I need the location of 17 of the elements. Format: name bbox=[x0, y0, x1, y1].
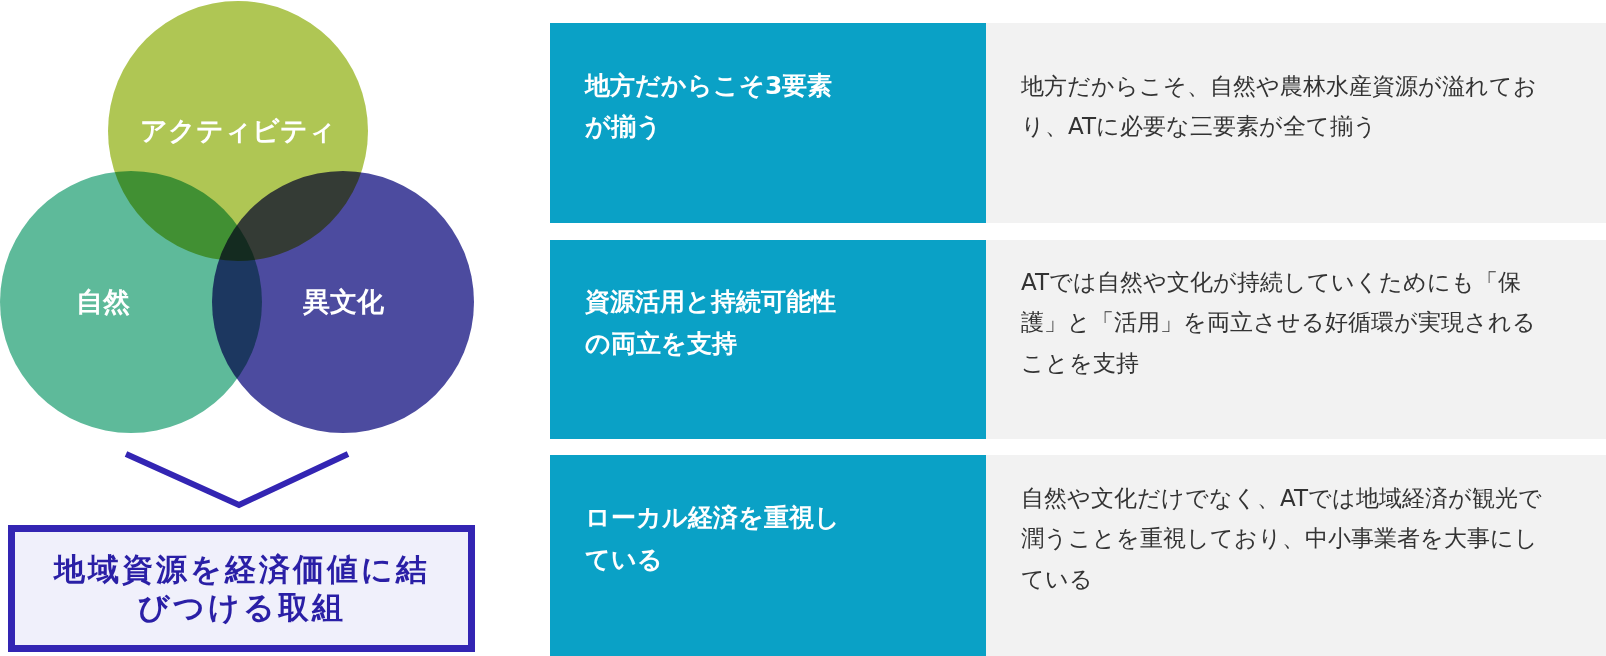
heading-box bbox=[550, 23, 986, 223]
description-box bbox=[986, 455, 1606, 656]
description-text: ATでは自然や文化が持続していくためにも「保護」と「活用」を両立させる好循環が実現されることを支持 bbox=[1021, 268, 1537, 378]
heading-box bbox=[550, 455, 986, 656]
result-box bbox=[8, 525, 475, 652]
heading-text: ローカル経済を重視している bbox=[585, 502, 841, 576]
result-text: 地域資源を経済価値に結びつける取組 bbox=[52, 551, 431, 626]
description-box bbox=[986, 240, 1606, 439]
description-box bbox=[986, 23, 1606, 223]
circle-label: アクティビティ bbox=[140, 114, 336, 148]
description-text: 自然や文化だけでなく、ATでは地域経済が観光で潤うことを重視しており、中小事業者を大事にしている bbox=[1021, 484, 1543, 594]
description-text: 地方だからこそ、自然や農林水産資源が溢れており、ATに必要な三要素が全て揃う bbox=[1021, 71, 1538, 141]
heading-box bbox=[550, 240, 986, 439]
circle-label: 自然 bbox=[76, 285, 130, 319]
heading-text: 地方だからこそ3要素が揃う bbox=[585, 69, 834, 143]
circle-label: 異文化 bbox=[302, 285, 384, 319]
heading-text: 資源活用と持続可能性の両立を支持 bbox=[585, 286, 837, 360]
